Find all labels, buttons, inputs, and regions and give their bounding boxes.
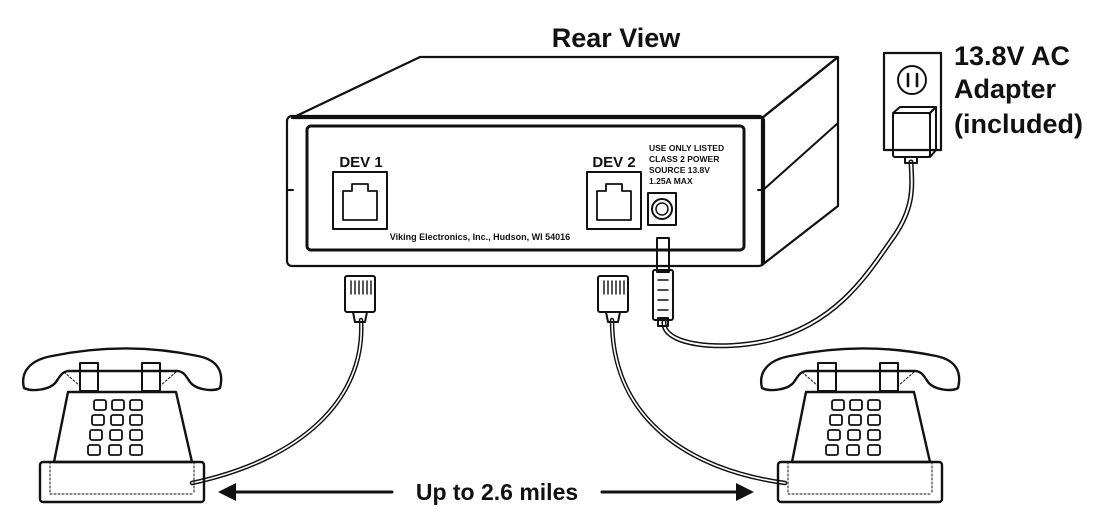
- dev2-jack[interactable]: [586, 171, 642, 230]
- rj11-plug-left: [344, 275, 376, 323]
- distance-label: Up to 2.6 miles: [416, 479, 578, 505]
- phone-cord-right: [609, 317, 788, 486]
- distance-arrow: [218, 483, 754, 501]
- device-box: [285, 55, 840, 268]
- adapter-label-line: Adapter: [954, 74, 1057, 104]
- keypad: [87, 399, 143, 456]
- adapter-label-line: (included): [954, 109, 1083, 139]
- power-notice-line: 1.25A MAX: [649, 176, 693, 186]
- power-notice-line: CLASS 2 POWER: [649, 154, 719, 164]
- power-notice: USE ONLY LISTED CLASS 2 POWER SOURCE 13.…: [649, 143, 724, 186]
- manufacturer-label: Viking Electronics, Inc., Hudson, WI 540…: [390, 232, 570, 242]
- power-jack[interactable]: [647, 192, 677, 226]
- rj11-plug-right: [597, 275, 629, 323]
- power-notice-line: SOURCE 13.8V: [649, 165, 710, 175]
- power-cable: [661, 159, 915, 349]
- adapter-label-line: 13.8V AC: [954, 41, 1070, 71]
- power-plug: [652, 237, 674, 327]
- telephone-right: [759, 347, 961, 504]
- adapter-label: 13.8V AC Adapter (included): [954, 41, 1083, 139]
- diagram-title: Rear View: [552, 23, 682, 53]
- telephone-left: [21, 347, 223, 504]
- phone-cord-left: [189, 317, 364, 486]
- wall-outlet: [882, 51, 943, 152]
- port-dev2-label: DEV 2: [592, 154, 635, 171]
- dev1-jack[interactable]: [332, 171, 388, 230]
- port-dev1-label: DEV 1: [339, 154, 382, 171]
- keypad: [825, 399, 881, 456]
- power-notice-line: USE ONLY LISTED: [649, 143, 724, 153]
- ac-adapter[interactable]: [892, 106, 937, 164]
